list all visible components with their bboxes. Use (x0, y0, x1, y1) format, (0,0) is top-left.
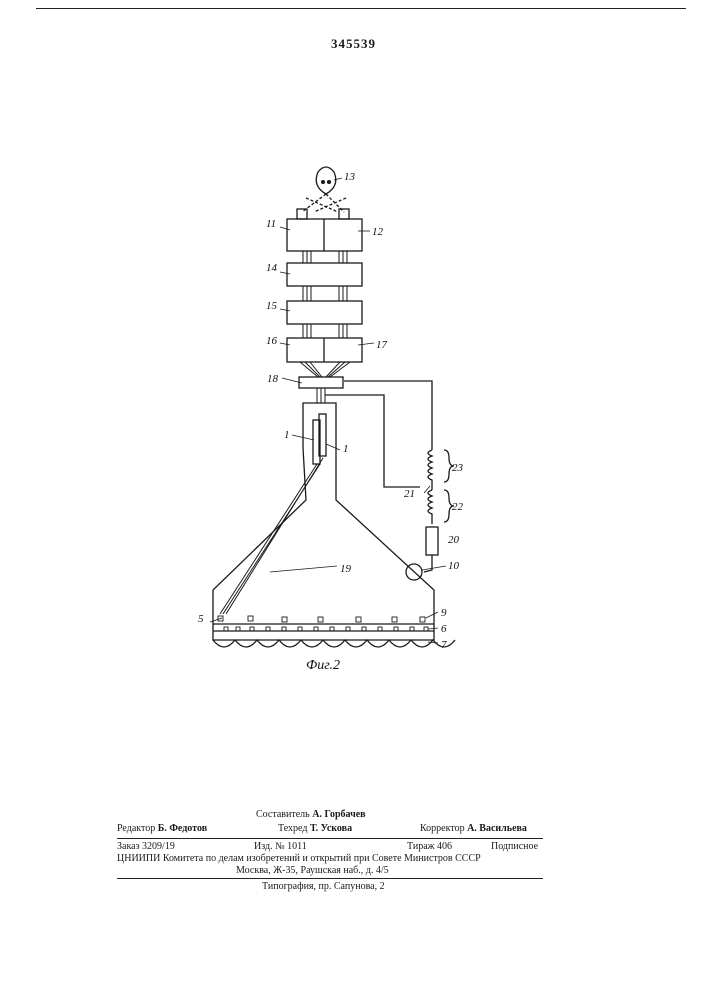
label-16: 16 (266, 335, 278, 347)
block-18 (299, 377, 343, 388)
label-22: 22 (452, 501, 464, 513)
label-1a: 1 (284, 429, 290, 441)
block-14 (287, 263, 362, 286)
printer: Типография, пр. Сапунова, 2 (262, 881, 385, 892)
subscription: Подписное (491, 841, 538, 852)
compiler-line: Составитель А. Горбачев (256, 809, 366, 820)
label-17: 17 (376, 339, 388, 351)
element-20 (426, 527, 438, 555)
address: Москва, Ж-35, Раушская наб., д. 4/5 (236, 865, 389, 876)
label-7: 7 (441, 639, 447, 651)
circulation: Тираж 406 (407, 841, 452, 852)
label-18: 18 (267, 373, 279, 385)
coil-22 (428, 490, 432, 524)
label-6: 6 (441, 623, 447, 635)
label-23: 23 (452, 462, 464, 474)
block-15 (287, 301, 362, 324)
label-21: 21 (404, 488, 415, 500)
organization: ЦНИИПИ Комитета по делам изобретений и о… (117, 853, 481, 864)
label-11: 11 (266, 218, 276, 230)
label-5: 5 (198, 613, 204, 625)
edition-number: Изд. № 1011 (254, 841, 307, 852)
figure-caption: Фиг.2 (306, 658, 340, 673)
label-14: 14 (266, 262, 278, 274)
tube-envelope (213, 403, 434, 640)
label-19: 19 (340, 563, 352, 575)
coil-23 (428, 450, 432, 484)
corrector-line: Корректор А. Васильева (420, 823, 527, 834)
footer-rule-2 (117, 878, 543, 879)
label-20: 20 (448, 534, 460, 546)
order-number: Заказ 3209/19 (117, 841, 175, 852)
label-9: 9 (441, 607, 447, 619)
label-1b: 1 (343, 443, 349, 455)
footer-rule-1 (117, 838, 543, 839)
techred-line: Техред Т. Ускова (278, 823, 352, 834)
editor-line: Редактор Б. Федотов (117, 823, 207, 834)
label-10: 10 (448, 560, 460, 572)
object-13 (316, 167, 336, 194)
label-12: 12 (372, 226, 384, 238)
label-15: 15 (266, 300, 278, 312)
lens-array (213, 640, 455, 647)
label-13: 13 (344, 171, 356, 183)
